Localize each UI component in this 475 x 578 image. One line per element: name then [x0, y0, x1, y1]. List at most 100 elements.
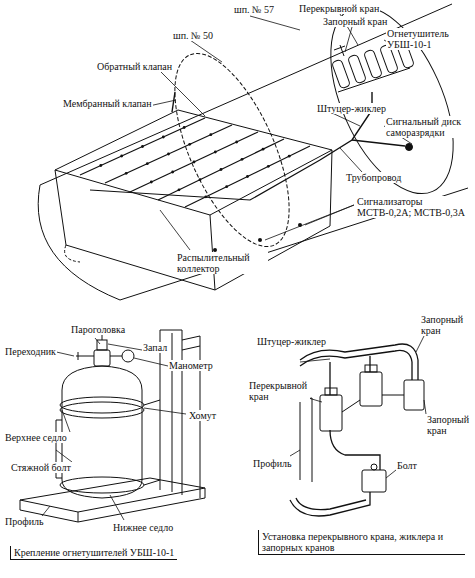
leader-lines: [160, 210, 190, 250]
spray-nozzles: [99, 126, 290, 198]
spray-nozzle: [246, 175, 249, 178]
leader-lines: [340, 148, 362, 172]
leader-lines: [110, 495, 124, 520]
valves: [371, 464, 377, 470]
part-label: Верхнее седло: [4, 432, 68, 443]
part-label: Пароголовка: [70, 324, 126, 335]
signalizers: [213, 223, 302, 252]
signalizers: [258, 238, 262, 242]
spray-collector: [90, 160, 320, 200]
pipework: [290, 344, 418, 516]
signal-disc: [406, 144, 413, 151]
cargo-compartment: [55, 110, 332, 215]
leader-lines: [386, 470, 396, 478]
leader-lines: [424, 400, 426, 414]
spray-nozzle: [171, 171, 174, 174]
part-label: Запорный кран: [322, 16, 388, 27]
pipeline: [172, 92, 405, 160]
extinguisher-row: [334, 45, 345, 56]
spray-nozzle: [267, 165, 270, 168]
part-label: Штуцер-жиклер: [256, 336, 327, 347]
leader-lines: [330, 112, 360, 126]
leader-lines: [42, 506, 50, 516]
part-label: Мембранный клапан: [62, 98, 153, 109]
cargo-compartment: [55, 110, 332, 290]
pipework: [330, 356, 370, 395]
part-label: Огнетушитель УБШ-10-1: [386, 28, 456, 50]
mounting-frame: [160, 330, 182, 331]
spray-nozzle: [99, 164, 102, 167]
leader-lines: [160, 71, 205, 116]
spray-nozzle: [220, 168, 223, 171]
extinguisher-row: [348, 54, 367, 84]
leader-lines: [62, 410, 70, 432]
spray-nozzle: [167, 153, 170, 156]
spray-nozzle: [146, 162, 149, 165]
leader-lines: [56, 450, 72, 462]
pipework: [300, 344, 418, 380]
mounting-frame: [160, 330, 182, 495]
spray-nozzle: [150, 181, 153, 184]
valve-profile: [300, 398, 312, 482]
pipeline: [172, 92, 175, 112]
spray-collector: [80, 118, 320, 207]
cargo-compartment: [55, 150, 332, 290]
spray-nozzle: [183, 126, 186, 129]
leader-lines: [416, 336, 424, 352]
spray-nozzle: [288, 155, 291, 158]
valves: [362, 470, 386, 492]
valves: [320, 395, 342, 431]
part-label: Профиль: [4, 516, 45, 527]
part-label: Манометр: [168, 360, 214, 371]
valves: [404, 380, 424, 410]
part-label: Хомут: [188, 410, 217, 421]
spray-nozzle: [141, 145, 144, 148]
frame-label: шп. № 57: [233, 4, 275, 15]
figure-caption: Крепление огнетушителей УБШ-10-1: [10, 546, 177, 560]
fuselage: [38, 185, 120, 300]
spray-nozzle: [188, 143, 191, 146]
part-label: Трубопровод: [345, 172, 402, 183]
leader-lines: [42, 338, 186, 520]
leader-lines: [144, 408, 186, 414]
pipework: [290, 492, 370, 516]
extinguisher-head: [94, 350, 110, 366]
valve-profile: [300, 398, 312, 482]
valves: [320, 365, 424, 492]
leader-lines: [95, 338, 100, 344]
valves: [325, 388, 337, 395]
extinguisher-cylinder: [60, 402, 144, 418]
pipeline: [352, 140, 405, 146]
fuselage: [38, 0, 475, 300]
extinguisher-row: [332, 59, 351, 89]
part-label: Обратный клапан: [96, 61, 173, 72]
spray-nozzle: [162, 136, 165, 139]
extinguisher-row: [338, 68, 410, 92]
spray-nozzle: [120, 155, 123, 158]
extinguisher-head: [76, 332, 134, 366]
part-label: Штуцер-жиклер: [316, 103, 387, 114]
leader-lines: [190, 40, 222, 62]
fuselage: [151, 38, 312, 262]
frame-label: шп. № 50: [172, 30, 214, 41]
spray-nozzle: [214, 151, 217, 154]
upper-saddle: [60, 397, 144, 413]
leader-lines: [288, 336, 426, 478]
lower-saddle: [60, 477, 144, 493]
part-label: Сигнализаторы МСТВ-0,2А; МСТВ-0,3А: [356, 196, 470, 218]
leader-lines: [250, 16, 300, 30]
part-label: Запорный кран: [426, 414, 472, 436]
cargo-compartment: [65, 245, 80, 262]
mounting-frame: [20, 478, 205, 512]
spray-nozzle: [241, 158, 244, 161]
valves: [342, 395, 404, 412]
part-label: Перекрывной кран: [298, 3, 380, 14]
extinguisher-cylinder: [62, 366, 142, 498]
leader-lines: [300, 359, 330, 362]
leader-lines: [265, 205, 354, 240]
leader-lines: [290, 450, 300, 456]
mounting-frame: [78, 512, 79, 522]
part-label: Переходник: [4, 346, 57, 357]
manometer: [122, 350, 134, 362]
